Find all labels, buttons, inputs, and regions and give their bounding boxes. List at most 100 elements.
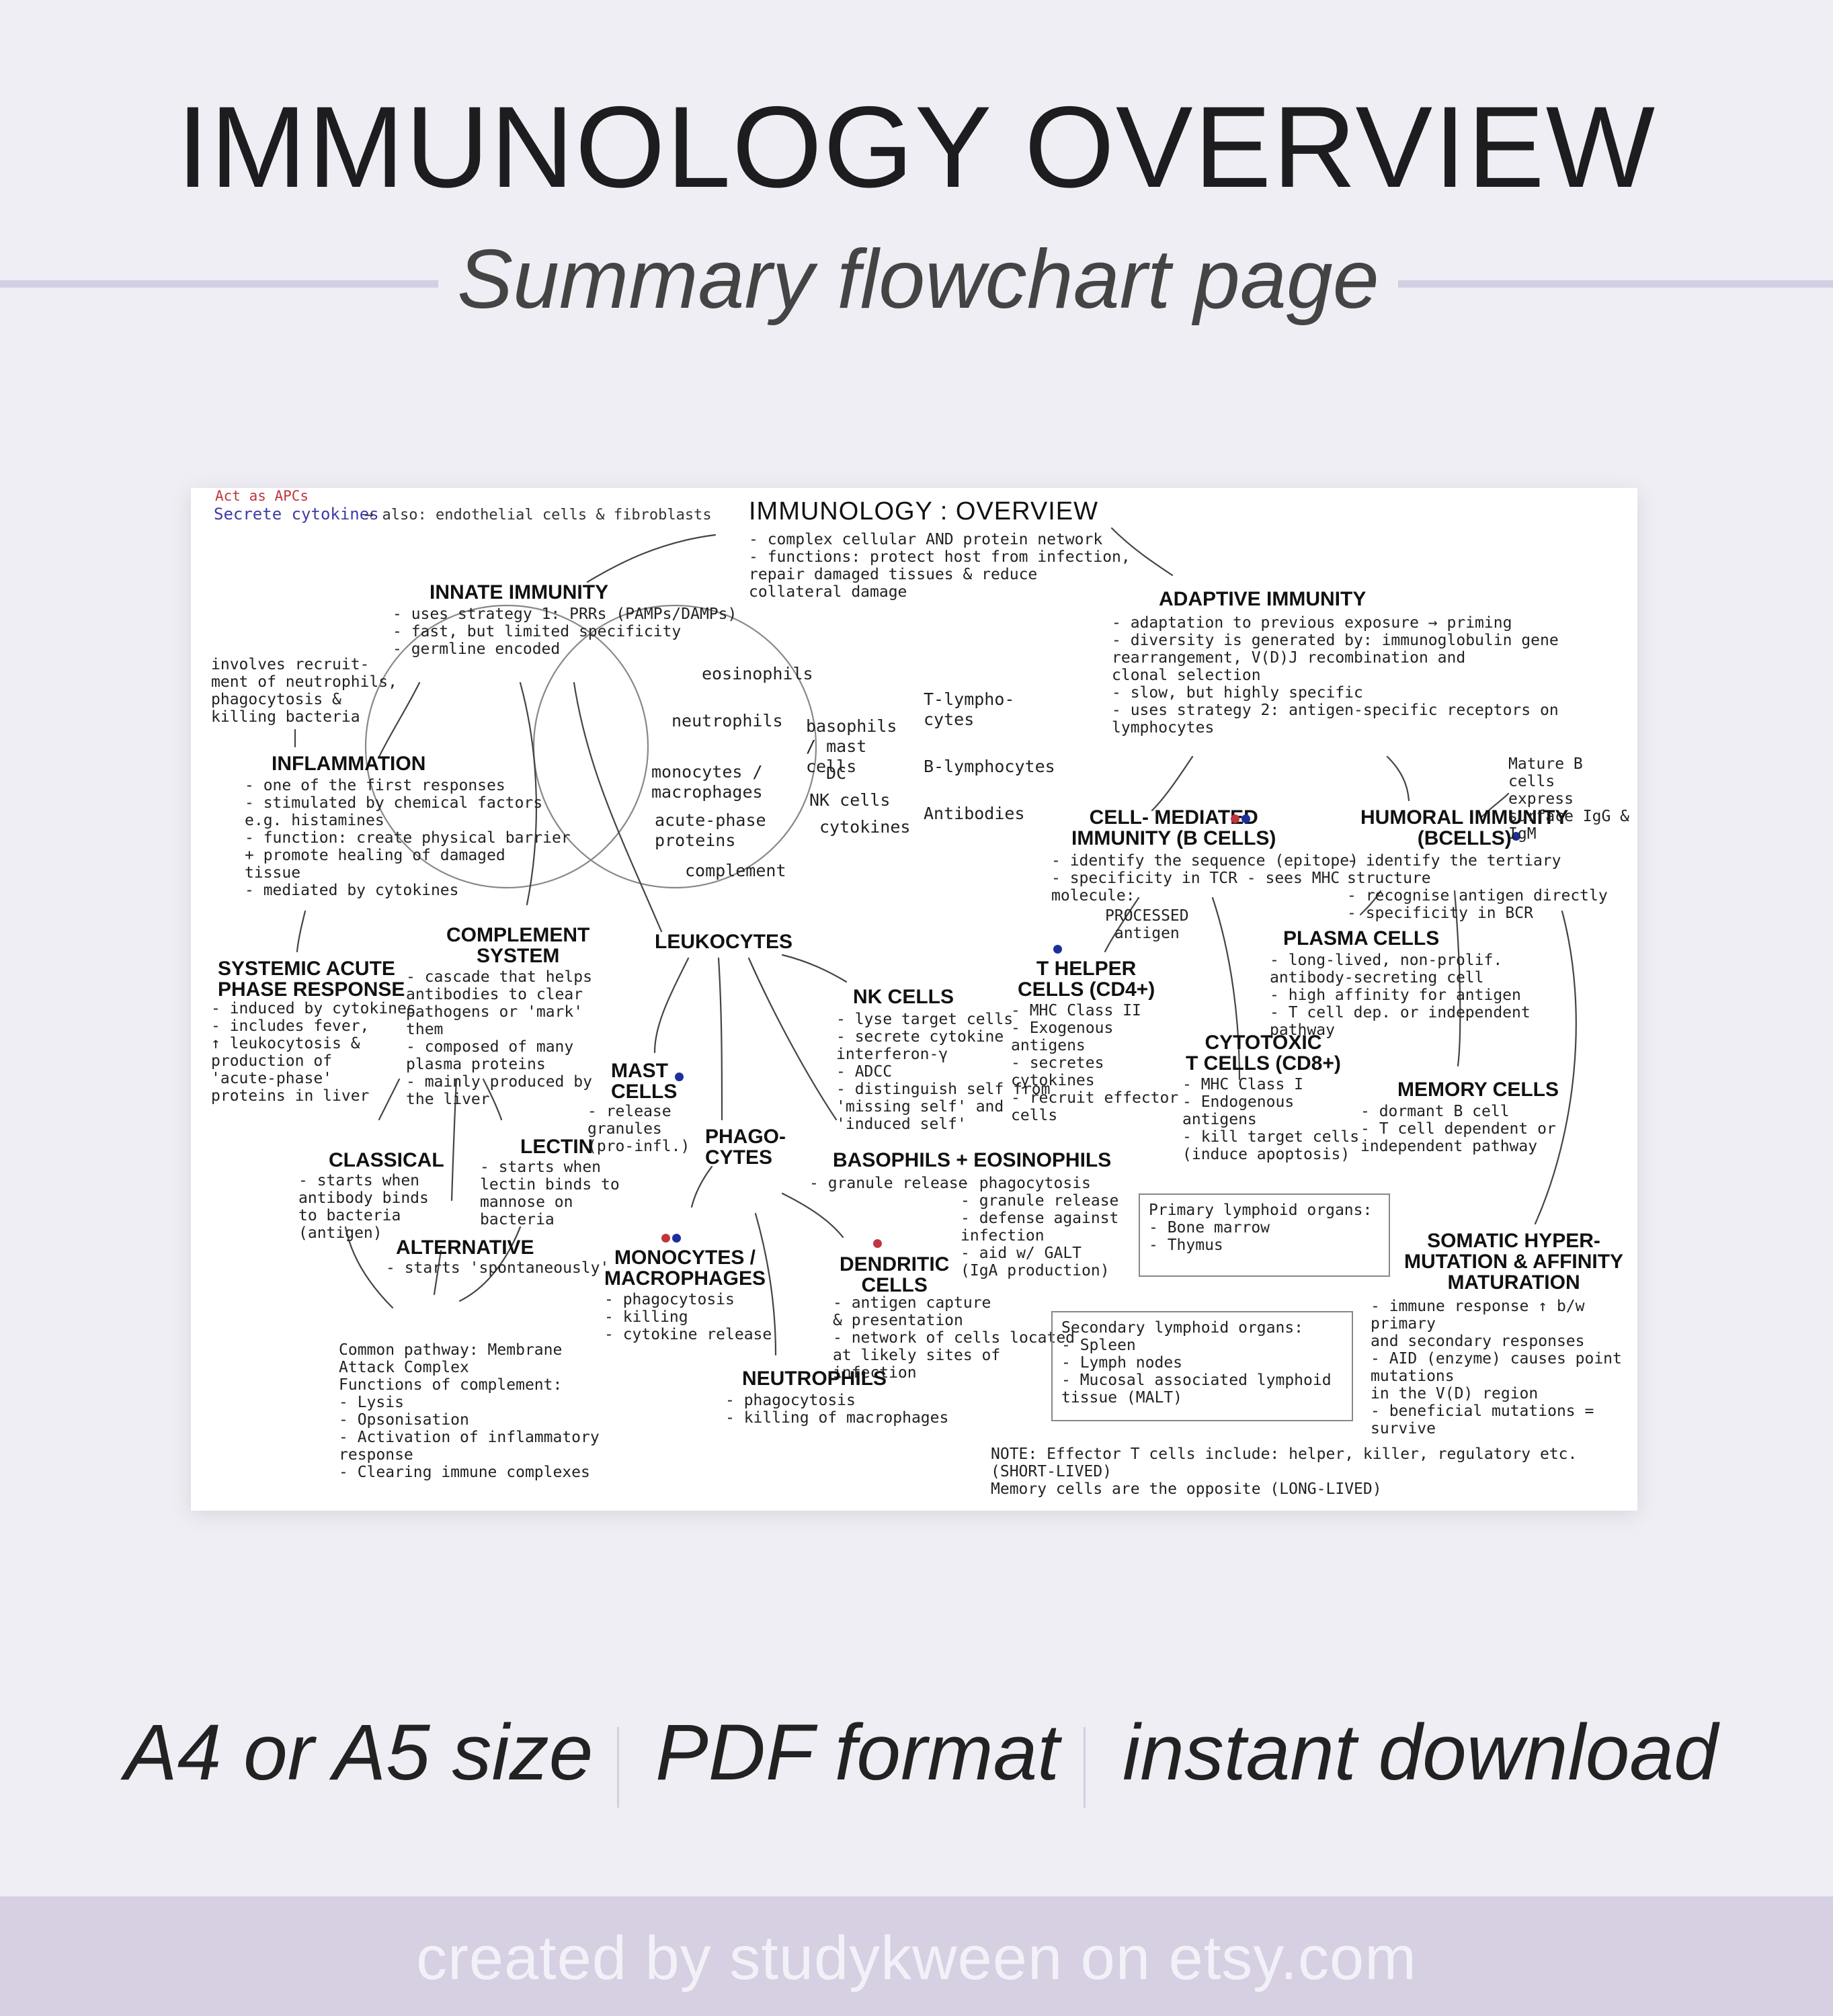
classical-body: - starts when antibody binds to bacteria… [298, 1172, 429, 1242]
mast-cytokine-dot [675, 1073, 684, 1081]
eosinophils-body: - phagocytosis - granule release - defen… [961, 1175, 1119, 1279]
overview-title: IMMUNOLOGY : OVERVIEW [749, 497, 1099, 526]
classical-title: CLASSICAL [329, 1149, 444, 1171]
lectin-title: LECTIN [520, 1136, 594, 1158]
arrow-leukocytes-phagocytes [717, 957, 723, 1121]
overview-body: - complex cellular AND protein network -… [749, 531, 1131, 601]
thelper-cytokine-dot [1053, 945, 1062, 954]
systemic-title: SYSTEMIC ACUTE PHASE RESPONSE [218, 958, 405, 1001]
dendritic-apc-dot [873, 1239, 882, 1248]
arrow-leukocytes-nk [781, 954, 848, 983]
nk-body: - lyse target cells - secrete cytokine i… [836, 1011, 1051, 1133]
arrow-alternative-pathway [433, 1249, 442, 1296]
mast-title: MAST CELLS [611, 1060, 678, 1103]
inflammation-body: - one of the first responses - stimulate… [245, 777, 571, 899]
flowchart-connectors [294, 527, 1577, 1356]
page-title: IMMUNOLOGY OVERVIEW [176, 83, 1657, 212]
venn-middle-1: basophils / mast cells [806, 716, 897, 776]
mast-body: - release granules (pro-infl.) [587, 1103, 690, 1155]
innate-body: - uses strategy 1: PRRs (PAMPs/DAMPs) - … [393, 605, 737, 658]
subtitle-divider-left [0, 280, 438, 288]
basophils-title: BASOPHILS + EOSINOPHILS [833, 1149, 1112, 1171]
venn-left-2: neutrophils [671, 711, 783, 730]
venn-left-1: eosinophils [702, 664, 813, 683]
feature-size: A4 or A5 size [124, 1708, 594, 1797]
arrow-innate-inflammation [378, 681, 421, 758]
arrow-humoral-plasma [1359, 890, 1382, 916]
arrow-humoral-memory [1453, 890, 1461, 1067]
neutrophils-title: NEUTROPHILS [742, 1368, 887, 1390]
arrow-overview-adaptive [1110, 527, 1174, 577]
adaptive-title: ADAPTIVE IMMUNITY [1159, 588, 1367, 610]
memory-body: - dormant B cell - T cell dependent or i… [1360, 1103, 1556, 1155]
plasma-title: PLASMA CELLS [1283, 927, 1440, 950]
complement-pathway: Common pathway: Membrane Attack Complex … [339, 1341, 600, 1481]
neutrophils-body: - phagocytosis - killing of macrophages [725, 1392, 949, 1427]
venn-middle-3: NK cells [809, 790, 891, 810]
cytotoxic-title: CYTOTOXIC T CELLS (CD8+) [1186, 1032, 1341, 1075]
cytokine-legend-note: → also: endothelial cells & fibroblasts [364, 507, 712, 523]
processed-antigen: PROCESSED antigen [1105, 907, 1189, 942]
memory-title: MEMORY CELLS [1397, 1079, 1559, 1101]
humoral-title: HUMORAL IMMUNITY (BCELLS) [1360, 806, 1569, 849]
venn-left-3: monocytes / macrophages [651, 762, 763, 802]
feature-download: instant download [1123, 1708, 1718, 1797]
arrow-cellmediated-cytotoxic [1211, 896, 1241, 1081]
venn-right-3: Antibodies [924, 804, 1025, 823]
complement-title: COMPLEMENT SYSTEM [446, 924, 590, 967]
effector-note: NOTE: Effector T cells include: helper, … [991, 1445, 1578, 1498]
venn-right-2: B-lymphocytes [924, 757, 1055, 776]
feature-divider-1 [617, 1727, 619, 1808]
arrow-lectin-pathway [458, 1226, 522, 1302]
monocytes-apc-dot [661, 1234, 670, 1243]
arrow-humoral-mature [1480, 792, 1510, 818]
basophils-body: - granule release [809, 1175, 968, 1192]
subtitle-row: Summary flowchart page [0, 232, 1833, 339]
arrow-inflammation-systemic [296, 910, 307, 953]
systemic-body: - induced by cytokines - includes fever,… [211, 1000, 416, 1105]
cell-mediated-cytokine-dot [1241, 814, 1250, 823]
somatic-title: SOMATIC HYPER- MUTATION & AFFINITY MATUR… [1404, 1230, 1624, 1294]
arrow-complement-classical [378, 1078, 401, 1121]
cell-mediated-body: - identify the sequence (epitope) - spec… [1051, 852, 1358, 905]
arrow-innate-leukocytes [573, 681, 663, 933]
humoral-body: - identify the tertiary structure - reco… [1347, 852, 1608, 922]
product-features: A4 or A5 size PDF format instant downloa… [0, 1707, 1833, 1821]
venn-left-4: acute-phase proteins [655, 810, 766, 850]
inflammation-title: INFLAMMATION [272, 753, 426, 775]
arrow-phagocytes-dendritic [781, 1192, 844, 1238]
arrow-complement-alternative [450, 1078, 458, 1202]
secondary-organs: Secondary lymphoid organs: - Spleen - Ly… [1061, 1319, 1332, 1406]
flowchart-preview: Act as APCs Secrete cytokines → also: en… [191, 488, 1637, 1511]
feature-format: PDF format [655, 1708, 1060, 1797]
arrow-leukocytes-basophils [747, 957, 838, 1121]
inflammation-note: involves recruit- ment of neutrophils, p… [211, 656, 397, 726]
leukocytes-title: LEUKOCYTES [655, 931, 793, 953]
cell-mediated-apc-dot [1231, 814, 1239, 823]
primary-organs-box [1139, 1193, 1390, 1277]
arrow-innate-complement [519, 681, 537, 906]
arrow-leukocytes-mast [653, 957, 690, 1054]
alternative-title: ALTERNATIVE [396, 1236, 534, 1259]
subtitle-divider-right [1398, 280, 1833, 288]
thelper-title: T HELPER CELLS (CD4+) [1018, 958, 1155, 1001]
arrow-phagocytes-neutrophils [754, 1212, 777, 1356]
arrow-complement-lectin [482, 1078, 503, 1121]
cell-mediated-title: CELL- MEDIATED IMMUNITY (B CELLS) [1071, 806, 1276, 849]
arrow-classical-pathway [344, 1226, 394, 1309]
feature-divider-2 [1084, 1727, 1086, 1808]
arrow-humoral-somatic [1534, 910, 1577, 1225]
footer-credit: created by studykween on etsy.com [416, 1924, 1417, 1992]
alternative-body: - starts 'spontaneously' [386, 1259, 610, 1277]
venn-circle-left [364, 604, 649, 889]
humoral-cytokine-dot [1512, 832, 1520, 841]
innate-title: INNATE IMMUNITY [430, 581, 609, 603]
dendritic-body: - antigen capture & presentation - netwo… [833, 1294, 1075, 1382]
venn-right-1: T-lympho- cytes [924, 689, 1015, 729]
monocytes-title: MONOCYTES / MACROPHAGES [604, 1247, 766, 1290]
secondary-organs-box [1051, 1311, 1353, 1421]
venn-middle-4: cytokines [819, 817, 911, 837]
cytotoxic-body: - MHC Class I - Endogenous antigens - ki… [1182, 1076, 1360, 1163]
venn-circle-right [532, 604, 817, 889]
arrow-phagocytes-monocytes [690, 1165, 713, 1208]
